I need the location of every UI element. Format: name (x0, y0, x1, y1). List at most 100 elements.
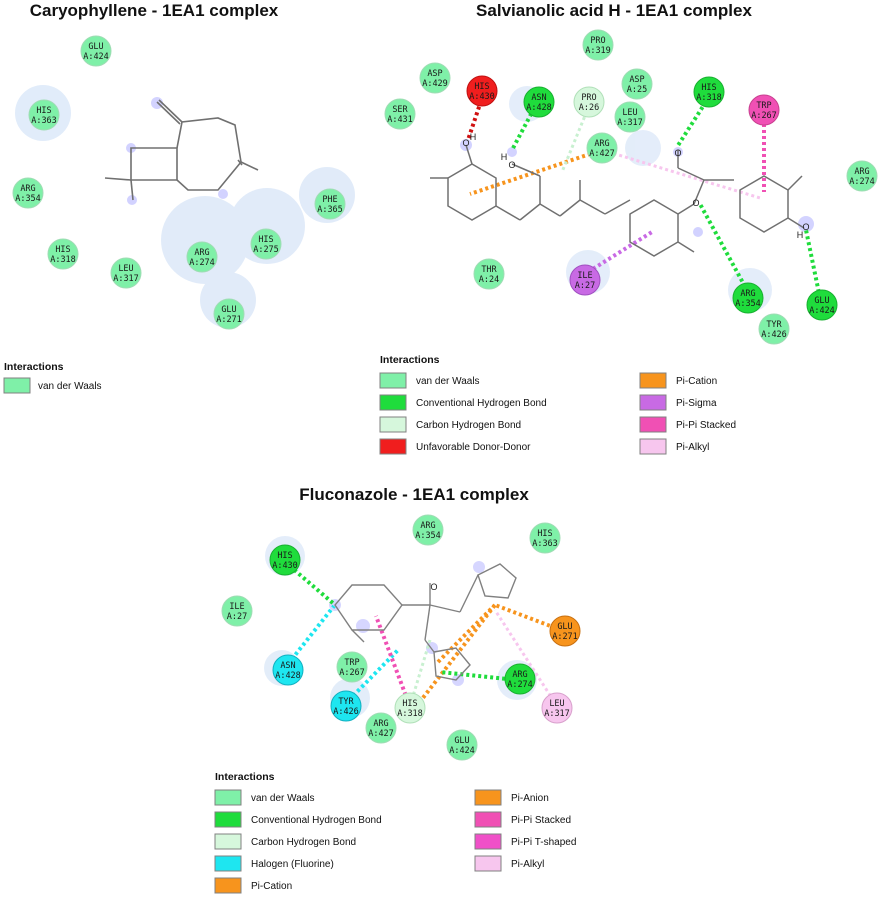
residue-glu-271[interactable]: GLU A:271 (549, 615, 581, 647)
interaction-hbond (283, 560, 336, 606)
bond (465, 144, 473, 165)
residue-asn-428[interactable]: ASN A:428 (272, 654, 304, 686)
residue-id: A:430 (272, 561, 298, 571)
residue-asp-25[interactable]: ASP A:25 (621, 68, 653, 100)
interaction-unfavorable (466, 100, 483, 141)
residue-his-318[interactable]: HIS A:318 (693, 76, 725, 108)
residue-name: PHE (322, 195, 337, 205)
residue-arg-354[interactable]: ARG A:354 (732, 282, 764, 314)
residue-asp-429[interactable]: ASP A:429 (419, 62, 451, 94)
residue-glu-271[interactable]: GLU A:271 (213, 298, 245, 330)
residue-name: PRO (590, 36, 605, 46)
legend-salvianolic: Interactions van der Waals Conventional … (379, 354, 736, 455)
residue-arg-354[interactable]: ARG A:354 (12, 177, 44, 209)
residue-asn-428[interactable]: ASN A:428 (523, 86, 555, 118)
residue-tyr-426[interactable]: TYR A:426 (758, 313, 790, 345)
residue-his-363[interactable]: HIS A:363 (28, 99, 60, 131)
residue-id: A:317 (113, 274, 139, 284)
legend-swatch (639, 416, 667, 433)
residue-id: A:24 (479, 275, 499, 285)
legend-swatch (214, 833, 242, 850)
legend-heading: Interactions (215, 771, 275, 783)
residue-arg-274[interactable]: ARG A:274 (846, 160, 878, 192)
bond (559, 199, 581, 217)
residue-ile-27[interactable]: ILE A:27 (569, 264, 601, 296)
residue-ile-27[interactable]: ILE A:27 (221, 595, 253, 627)
residue-disc (569, 264, 601, 296)
bond (237, 159, 243, 166)
residue-glu-424[interactable]: GLU A:424 (80, 35, 112, 67)
residue-disc (272, 654, 304, 686)
residue-his-430[interactable]: HIS A:430 (466, 75, 498, 107)
residue-id: A:424 (449, 746, 475, 756)
atom-halo (798, 216, 814, 232)
bond (240, 161, 259, 171)
residue-id: A:431 (387, 115, 413, 125)
residue-pro-319[interactable]: PRO A:319 (582, 29, 614, 61)
residue-trp-267[interactable]: TRP A:267 (748, 94, 780, 126)
residue-disc (523, 86, 555, 118)
residue-name: HIS (474, 82, 489, 92)
halo (229, 188, 305, 264)
residue-name: LEU (549, 699, 564, 709)
residue-arg-427[interactable]: ARG A:427 (586, 132, 618, 164)
ligand-salvianolic (430, 144, 805, 257)
legend-label: Unfavorable Donor-Donor (416, 442, 531, 453)
residue-his-275[interactable]: HIS A:275 (250, 228, 282, 260)
panel-fluconazole: Fluconazole - 1EA1 complex (214, 485, 581, 894)
panel-salvianolic: Salvianolic acid H - 1EA1 complex (379, 1, 878, 455)
bond (677, 203, 695, 215)
residue-id: A:319 (585, 46, 611, 56)
residue-trp-267[interactable]: TRP A:267 (336, 651, 368, 683)
residue-name: LEU (118, 264, 133, 274)
residue-id: A:428 (526, 103, 552, 113)
residue-leu-317[interactable]: LEU A:317 (614, 101, 646, 133)
atom-halo (127, 195, 137, 205)
halo (161, 196, 249, 284)
interaction-hbond (675, 95, 711, 149)
ring (477, 563, 517, 599)
atom-label: O (692, 198, 699, 208)
residue-id: A:426 (761, 330, 787, 340)
residue-arg-274[interactable]: ARG A:274 (186, 241, 218, 273)
residue-thr-24[interactable]: THR A:24 (473, 258, 505, 290)
residue-ser-431[interactable]: SER A:431 (384, 98, 416, 130)
residue-disc (504, 663, 536, 695)
residue-name: GLU (221, 305, 236, 315)
residue-id: A:424 (83, 52, 109, 62)
residue-name: GLU (454, 736, 469, 746)
atom-label: O (674, 148, 681, 158)
residue-arg-274[interactable]: ARG A:274 (504, 663, 536, 695)
residue-disc (806, 289, 838, 321)
bond (693, 179, 705, 205)
interaction-hbond (804, 229, 822, 299)
residue-leu-317[interactable]: LEU A:317 (110, 257, 142, 289)
legend-swatch (639, 372, 667, 389)
residue-pro-26[interactable]: PRO A:26 (573, 86, 605, 118)
residue-his-363[interactable]: HIS A:363 (529, 522, 561, 554)
bond (351, 629, 365, 643)
residue-disc (549, 615, 581, 647)
legend-label: Conventional Hydrogen Bond (251, 815, 382, 826)
interaction-pi-cation (410, 603, 497, 714)
residue-id: A:275 (253, 245, 279, 255)
residue-his-430[interactable]: HIS A:430 (269, 544, 301, 576)
interactions-fluconazole (283, 560, 562, 714)
residue-disc (582, 29, 614, 61)
residue-glu-424[interactable]: GLU A:424 (806, 289, 838, 321)
interaction-hbond (698, 203, 750, 293)
residue-glu-424[interactable]: GLU A:424 (446, 729, 478, 761)
ring (447, 163, 497, 221)
residue-tyr-426[interactable]: TYR A:426 (330, 690, 362, 722)
residue-name: TYR (766, 320, 782, 330)
residue-phe-365[interactable]: PHE A:365 (314, 188, 346, 220)
panel-title-salvianolic: Salvianolic acid H - 1EA1 complex (476, 1, 752, 20)
residue-id: A:271 (552, 632, 578, 642)
residue-leu-317[interactable]: LEU A:317 (541, 692, 573, 724)
residue-name: ARG (420, 521, 435, 531)
residue-his-318[interactable]: HIS A:318 (47, 238, 79, 270)
residue-arg-427[interactable]: ARG A:427 (365, 712, 397, 744)
residue-arg-354[interactable]: ARG A:354 (412, 514, 444, 546)
residue-id: A:354 (735, 299, 761, 309)
residue-his-318[interactable]: HIS A:318 (394, 692, 426, 724)
